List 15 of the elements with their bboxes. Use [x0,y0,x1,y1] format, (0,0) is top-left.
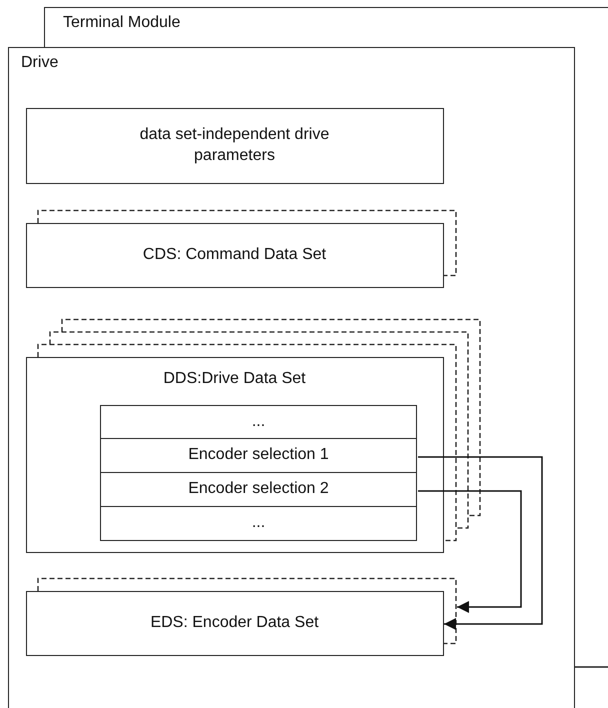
parameter-box: CDS: Command Data Set [26,222,444,288]
table-row: Encoder selection 1 [100,439,417,473]
frame-title: Drive [21,54,58,72]
container-frame [8,47,575,708]
table-row: Encoder selection 2 [100,473,417,507]
box-title: DDS:Drive Data Set [162,370,307,388]
table-row: ... [100,507,417,541]
data-set-box [26,356,444,552]
arrow [418,456,543,630]
parameter-box: EDS: Encoder Data Set [26,590,444,656]
table-row: ... [100,405,417,439]
arrow [418,490,522,613]
parameter-box: data set-independent drive parameters [26,108,444,184]
container-frame [44,7,608,48]
frame-title: Terminal Module [63,14,180,32]
